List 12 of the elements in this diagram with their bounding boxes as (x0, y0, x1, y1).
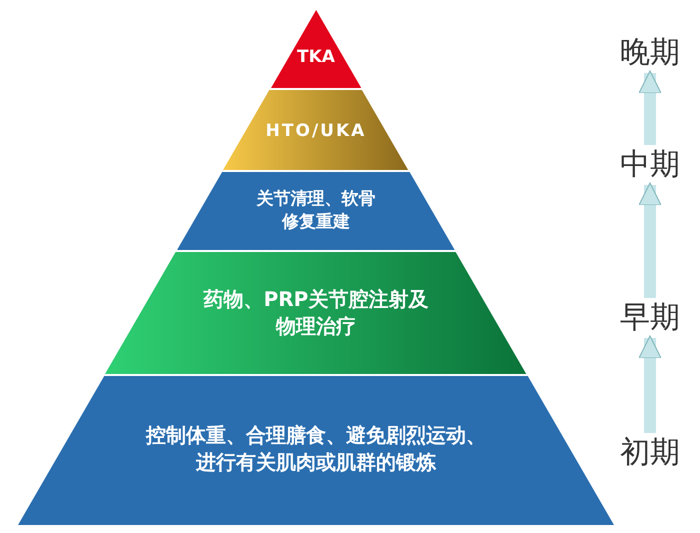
stage-label: 早期 (619, 299, 681, 337)
tier-label: HTO/UKA (264, 120, 368, 143)
tier-label: 控制体重、合理膳食、避免剧烈运动、进行有关肌肉或肌群的锻炼 (144, 422, 487, 476)
stage-label: 中期 (619, 146, 681, 184)
stage-label: 初期 (619, 434, 681, 472)
tier-label: 关节清理、软骨修复重建 (255, 188, 376, 234)
arrow (638, 336, 662, 433)
tier-label: 药物、PRP关节腔注射及物理治疗 (202, 286, 429, 340)
tier-label: TKA (296, 46, 336, 69)
arrow (638, 70, 662, 145)
arrow (638, 182, 662, 298)
stage-label: 晚期 (619, 34, 681, 72)
